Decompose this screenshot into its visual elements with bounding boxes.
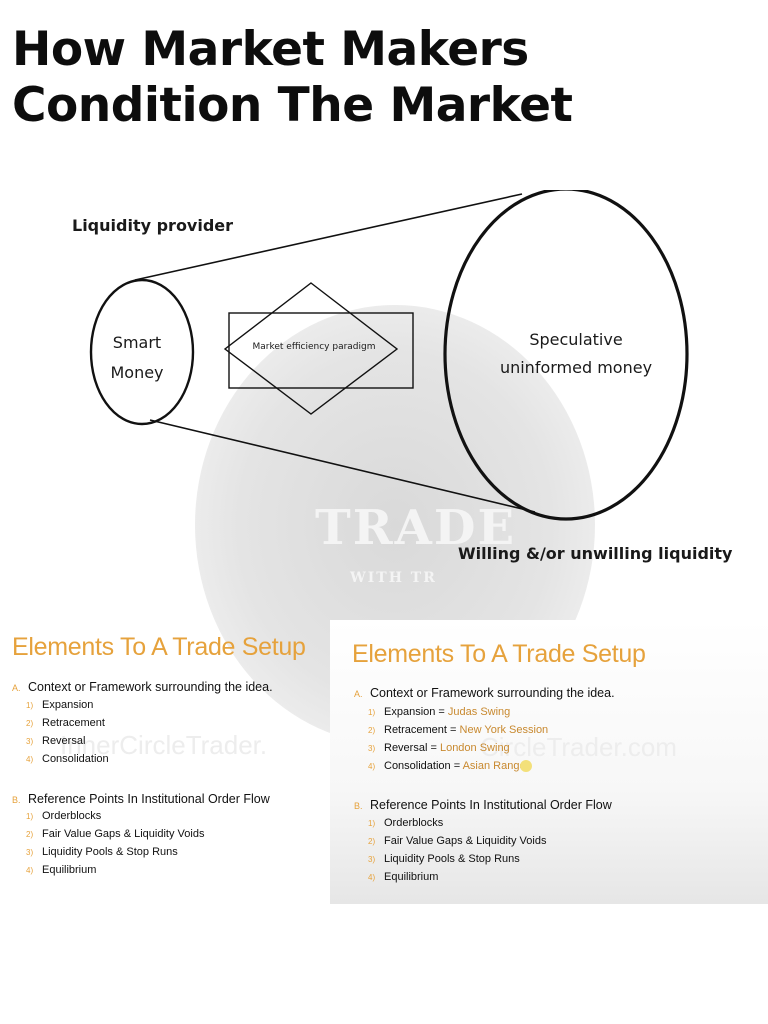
paradigm-diamond — [223, 282, 399, 415]
market-efficiency-paradigm-label: Market efficiency paradigm — [252, 342, 376, 352]
item-number: 3) — [26, 737, 34, 746]
cursor-highlight-icon — [520, 760, 532, 772]
item-number: 2) — [368, 837, 376, 846]
item-number: 2) — [368, 726, 376, 735]
smart-money-line-1: Smart — [112, 333, 162, 352]
item-number: 3) — [368, 855, 376, 864]
item-highlight: Judas Swing — [447, 706, 511, 718]
section-label: Reference Points In Institutional Order … — [28, 792, 270, 806]
watermark-brand-main: TRADE — [315, 500, 517, 556]
list-item: 4) Equilibrium — [26, 864, 96, 876]
list-item: 4) Consolidation = Asian Range — [368, 760, 526, 772]
section-marker: B. — [12, 795, 21, 805]
slide-title: Elements To A Trade Setup — [12, 633, 306, 661]
item-highlight: New York Session — [459, 724, 549, 736]
item-number: 3) — [368, 744, 376, 753]
item-text: Equilibrium — [42, 864, 97, 876]
watermark-brand-sub: WITH TR — [350, 570, 437, 586]
item-text: Liquidity Pools & Stop Runs — [384, 853, 520, 865]
item-text: Consolidation = — [384, 760, 463, 772]
item-text: Equilibrium — [384, 871, 439, 883]
page-title: How Market Makers Condition The Market — [12, 22, 573, 133]
market-conditioning-diagram — [89, 190, 689, 521]
slide-watermark: CircleTrader.com — [480, 732, 677, 762]
smart-money-circle — [89, 278, 195, 426]
speculative-line-1: Speculative — [529, 330, 623, 349]
item-text: Retracement = — [384, 724, 460, 736]
section-marker: A. — [354, 689, 363, 699]
item-number: 3) — [26, 848, 34, 857]
item-text: Liquidity Pools & Stop Runs — [42, 846, 178, 858]
item-number: 4) — [26, 755, 34, 764]
item-number: 1) — [26, 701, 34, 710]
list-item: 3) Reversal = London Swing — [368, 742, 510, 754]
slide-watermark: InnerCircleTrader. — [60, 730, 268, 760]
willing-liquidity-label: Willing &/or unwilling liquidity — [458, 544, 733, 563]
slide-title: Elements To A Trade Setup — [352, 640, 646, 668]
item-number: 1) — [368, 819, 376, 828]
list-item: 4) Consolidation — [26, 753, 109, 765]
upper-cone-line — [134, 193, 523, 281]
list-item: 3) Liquidity Pools & Stop Runs — [26, 846, 178, 858]
liquidity-provider-label: Liquidity provider — [72, 216, 234, 235]
paradigm-rectangle — [228, 312, 414, 389]
item-number: 4) — [368, 873, 376, 882]
item-number: 1) — [368, 708, 376, 717]
list-item: 2) Fair Value Gaps & Liquidity Voids — [368, 835, 546, 847]
item-text: Fair Value Gaps & Liquidity Voids — [384, 835, 547, 847]
speculative-money-label: Speculative uninformed money — [490, 326, 662, 382]
item-highlight: Asian Range — [462, 760, 526, 772]
list-item: 1) Orderblocks — [26, 810, 101, 822]
trade-setup-slide-right: CircleTrader.com Elements To A Trade Set… — [330, 620, 768, 904]
lower-cone-line — [149, 419, 536, 513]
section-b-heading: B. Reference Points In Institutional Orde… — [12, 792, 270, 806]
section-label: Reference Points In Institutional Order … — [370, 798, 612, 812]
section-label: Context or Framework surrounding the ide… — [370, 686, 615, 700]
list-item: 2) Retracement — [26, 717, 105, 729]
item-text: Expansion = — [384, 706, 448, 718]
item-text: Reversal = — [384, 742, 440, 754]
section-marker: A. — [12, 683, 21, 693]
list-item: 3) Reversal — [26, 735, 85, 747]
item-text: Retracement — [42, 717, 105, 729]
item-text: Orderblocks — [42, 810, 102, 822]
speculative-line-2: uninformed money — [499, 358, 653, 377]
section-label: Context or Framework surrounding the ide… — [28, 680, 273, 694]
speculative-money-circle — [443, 190, 689, 521]
item-number: 2) — [26, 719, 34, 728]
item-text: Reversal — [42, 735, 86, 747]
item-number: 4) — [26, 866, 34, 875]
smart-money-line-2: Money — [110, 363, 164, 382]
list-item: 3) Liquidity Pools & Stop Runs — [368, 853, 520, 865]
list-item: 2) Retracement = New York Session — [368, 724, 548, 736]
item-number: 4) — [368, 762, 376, 771]
list-item: 1) Expansion = Judas Swing — [368, 706, 510, 718]
section-a-heading: A. Context or Framework surrounding the i… — [12, 680, 273, 694]
list-item: 4) Equilibrium — [368, 871, 438, 883]
list-item: 1) Expansion — [26, 699, 93, 711]
item-text: Orderblocks — [384, 817, 444, 829]
list-item: 2) Fair Value Gaps & Liquidity Voids — [26, 828, 204, 840]
section-a-heading: A. Context or Framework surrounding the i… — [354, 686, 615, 700]
section-b-heading: B. Reference Points In Institutional Orde… — [354, 798, 612, 812]
item-text: Fair Value Gaps & Liquidity Voids — [42, 828, 205, 840]
smart-money-label: Smart Money — [105, 328, 169, 388]
item-text: Expansion — [42, 699, 94, 711]
item-highlight: London Swing — [439, 742, 510, 754]
section-marker: B. — [354, 801, 363, 811]
item-text: Consolidation — [42, 753, 109, 765]
item-number: 2) — [26, 830, 34, 839]
trade-setup-slide-left: InnerCircleTrader. Elements To A Trade S… — [0, 620, 330, 910]
item-number: 1) — [26, 812, 34, 821]
list-item: 1) Orderblocks — [368, 817, 443, 829]
